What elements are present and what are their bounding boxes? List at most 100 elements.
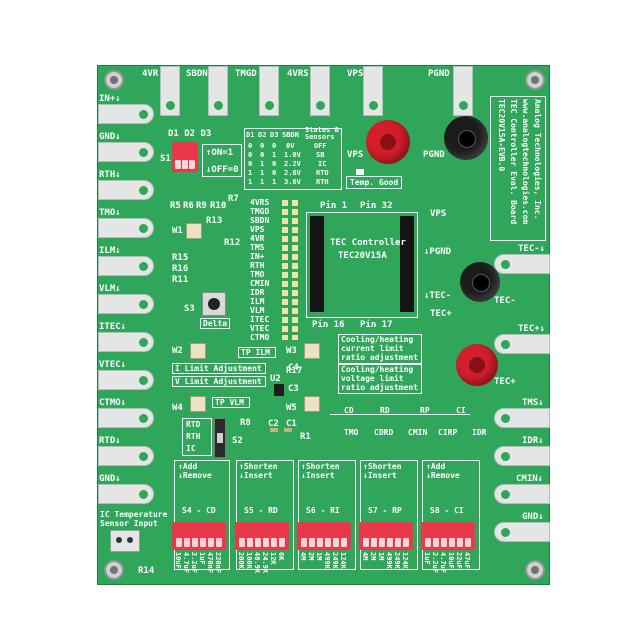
top-pad-4vr[interactable] bbox=[160, 66, 180, 116]
left-label-tmo: TMO↓ bbox=[99, 208, 121, 218]
top-pad-vps[interactable] bbox=[363, 66, 383, 116]
left-pad-in[interactable] bbox=[98, 104, 154, 124]
left-label-itec: ITEC↓ bbox=[99, 322, 127, 332]
pgnd-binding-post[interactable] bbox=[444, 116, 488, 160]
pcb-board: 4VR SBDN TMGD 4VRS VPS PGND IN+↓ GND↓ RT… bbox=[97, 65, 550, 585]
s5-header: ↑Shorten ↓Insert bbox=[239, 462, 278, 480]
left-label-gnd: GND↓ bbox=[99, 132, 121, 142]
module-header-left bbox=[310, 216, 324, 312]
left-label-in: IN+↓ bbox=[99, 94, 121, 104]
w3-potentiometer[interactable] bbox=[304, 343, 320, 359]
label-r11: R11 bbox=[172, 275, 189, 285]
w1-potentiometer[interactable] bbox=[186, 223, 202, 239]
right-pad-tec-minus[interactable] bbox=[494, 254, 550, 274]
s1-switch-3[interactable] bbox=[189, 160, 195, 169]
right-pad-tms[interactable] bbox=[494, 408, 550, 428]
cooling-voltage-box bbox=[338, 364, 422, 394]
right-pad-gnd[interactable] bbox=[494, 522, 550, 542]
v-limit-box bbox=[172, 376, 266, 387]
w4-potentiometer[interactable] bbox=[190, 396, 206, 412]
right-label-tec-minus: TEC-↓ bbox=[518, 244, 546, 254]
net-cirp: CIRP bbox=[438, 428, 458, 437]
net-cd: CD bbox=[344, 406, 354, 415]
mode-rtd: RTD bbox=[186, 420, 201, 429]
left-pad-ctmo[interactable] bbox=[98, 408, 154, 428]
label-w3: W3 bbox=[286, 346, 297, 356]
s7-header: ↑Shorten ↓Insert bbox=[363, 462, 402, 480]
net-rd: RD bbox=[380, 406, 390, 415]
module-title: TEC Controller bbox=[330, 238, 406, 248]
tp-vlm-box bbox=[212, 397, 250, 408]
title-url: www.analogtechnologies.com bbox=[521, 99, 530, 225]
left-pad-itec[interactable] bbox=[98, 332, 154, 352]
label-r7: R7 bbox=[228, 194, 239, 204]
right-pad-tec-plus[interactable] bbox=[494, 334, 550, 354]
left-pad-gnd-2[interactable] bbox=[98, 484, 154, 504]
top-pad-4vrs[interactable] bbox=[310, 66, 330, 116]
cooling-voltage-line-2: voltage limit bbox=[341, 374, 404, 383]
right-label-tms: TMS↓ bbox=[522, 398, 544, 408]
label-r8: R8 bbox=[240, 418, 251, 428]
pin17-label: Pin 17 bbox=[360, 320, 393, 330]
left-pad-rth[interactable] bbox=[98, 180, 154, 200]
top-pad-pgnd[interactable] bbox=[453, 66, 473, 116]
tp-ilm-box bbox=[238, 347, 276, 358]
left-label-ctmo: CTMO↓ bbox=[99, 398, 127, 408]
top-label-pgnd: PGND bbox=[428, 69, 450, 79]
temp-good-box bbox=[346, 176, 402, 189]
s5-dip-switch[interactable] bbox=[235, 522, 289, 550]
s6-dip-switch[interactable] bbox=[297, 522, 351, 550]
ic-temp-connector[interactable] bbox=[110, 530, 140, 552]
delta-label: Delta bbox=[203, 319, 228, 328]
label-w2: W2 bbox=[172, 346, 183, 356]
top-pad-sbdn[interactable] bbox=[208, 66, 228, 116]
label-r9: R9 bbox=[196, 201, 207, 211]
left-label-rth: RTH↓ bbox=[99, 170, 121, 180]
left-label-vlm: VLM↓ bbox=[99, 284, 121, 294]
screw-bottom-right-icon bbox=[525, 560, 545, 580]
vps-post-label: VPS bbox=[347, 150, 364, 160]
temp-good-led bbox=[356, 169, 364, 175]
label-c4: C4 bbox=[288, 363, 299, 373]
top-pad-tmgd[interactable] bbox=[259, 66, 279, 116]
delta-push-button[interactable] bbox=[202, 292, 226, 316]
label-r14: R14 bbox=[138, 566, 155, 576]
s1-dip-switch[interactable] bbox=[172, 142, 198, 172]
s1-switch-2[interactable] bbox=[182, 160, 188, 169]
label-w1: W1 bbox=[172, 226, 183, 236]
net-cmin: CMIN bbox=[408, 428, 428, 437]
board-title-box bbox=[490, 96, 546, 241]
pin32-label: Pin 32 bbox=[360, 201, 393, 211]
left-label-ilm: ILM↓ bbox=[99, 246, 121, 256]
cooling-current-line-1: Cooling/heating bbox=[341, 335, 414, 344]
vps-right-label: VPS bbox=[430, 209, 447, 219]
s8-dip-switch[interactable] bbox=[421, 522, 475, 550]
s4-name: S4 - CD bbox=[182, 506, 216, 515]
s2-slide-switch[interactable] bbox=[214, 418, 226, 458]
screw-top-right-icon bbox=[525, 70, 545, 90]
w5-potentiometer[interactable] bbox=[304, 396, 320, 412]
left-pad-rtd[interactable] bbox=[98, 446, 154, 466]
tec-minus-binding-post[interactable] bbox=[460, 262, 500, 302]
w2-potentiometer[interactable] bbox=[190, 343, 206, 359]
left-pad-ilm[interactable] bbox=[98, 256, 154, 276]
pgnd-right-label: ↓PGND bbox=[424, 247, 452, 257]
label-r5: R5 bbox=[170, 201, 181, 211]
tec-plus-label: TEC+ bbox=[494, 377, 516, 387]
s7-dip-switch[interactable] bbox=[359, 522, 413, 550]
right-pad-cmin[interactable] bbox=[494, 484, 550, 504]
tec-plus-binding-post[interactable] bbox=[456, 344, 498, 386]
top-label-tmgd: TMGD bbox=[235, 69, 257, 79]
left-pad-gnd[interactable] bbox=[98, 142, 154, 162]
s1-switch-1[interactable] bbox=[175, 160, 181, 169]
left-pad-tmo[interactable] bbox=[98, 218, 154, 238]
v-limit-label: V Limit Adjustment bbox=[175, 377, 262, 386]
left-pad-vtec[interactable] bbox=[98, 370, 154, 390]
left-pad-vlm[interactable] bbox=[98, 294, 154, 314]
label-r17: R17 bbox=[286, 366, 303, 376]
vps-binding-post[interactable] bbox=[366, 120, 410, 164]
temp-good-label: Temp. Good bbox=[350, 178, 399, 187]
right-pad-idr[interactable] bbox=[494, 446, 550, 466]
net-ci: CI bbox=[456, 406, 466, 415]
s4-dip-switch[interactable] bbox=[172, 522, 226, 550]
